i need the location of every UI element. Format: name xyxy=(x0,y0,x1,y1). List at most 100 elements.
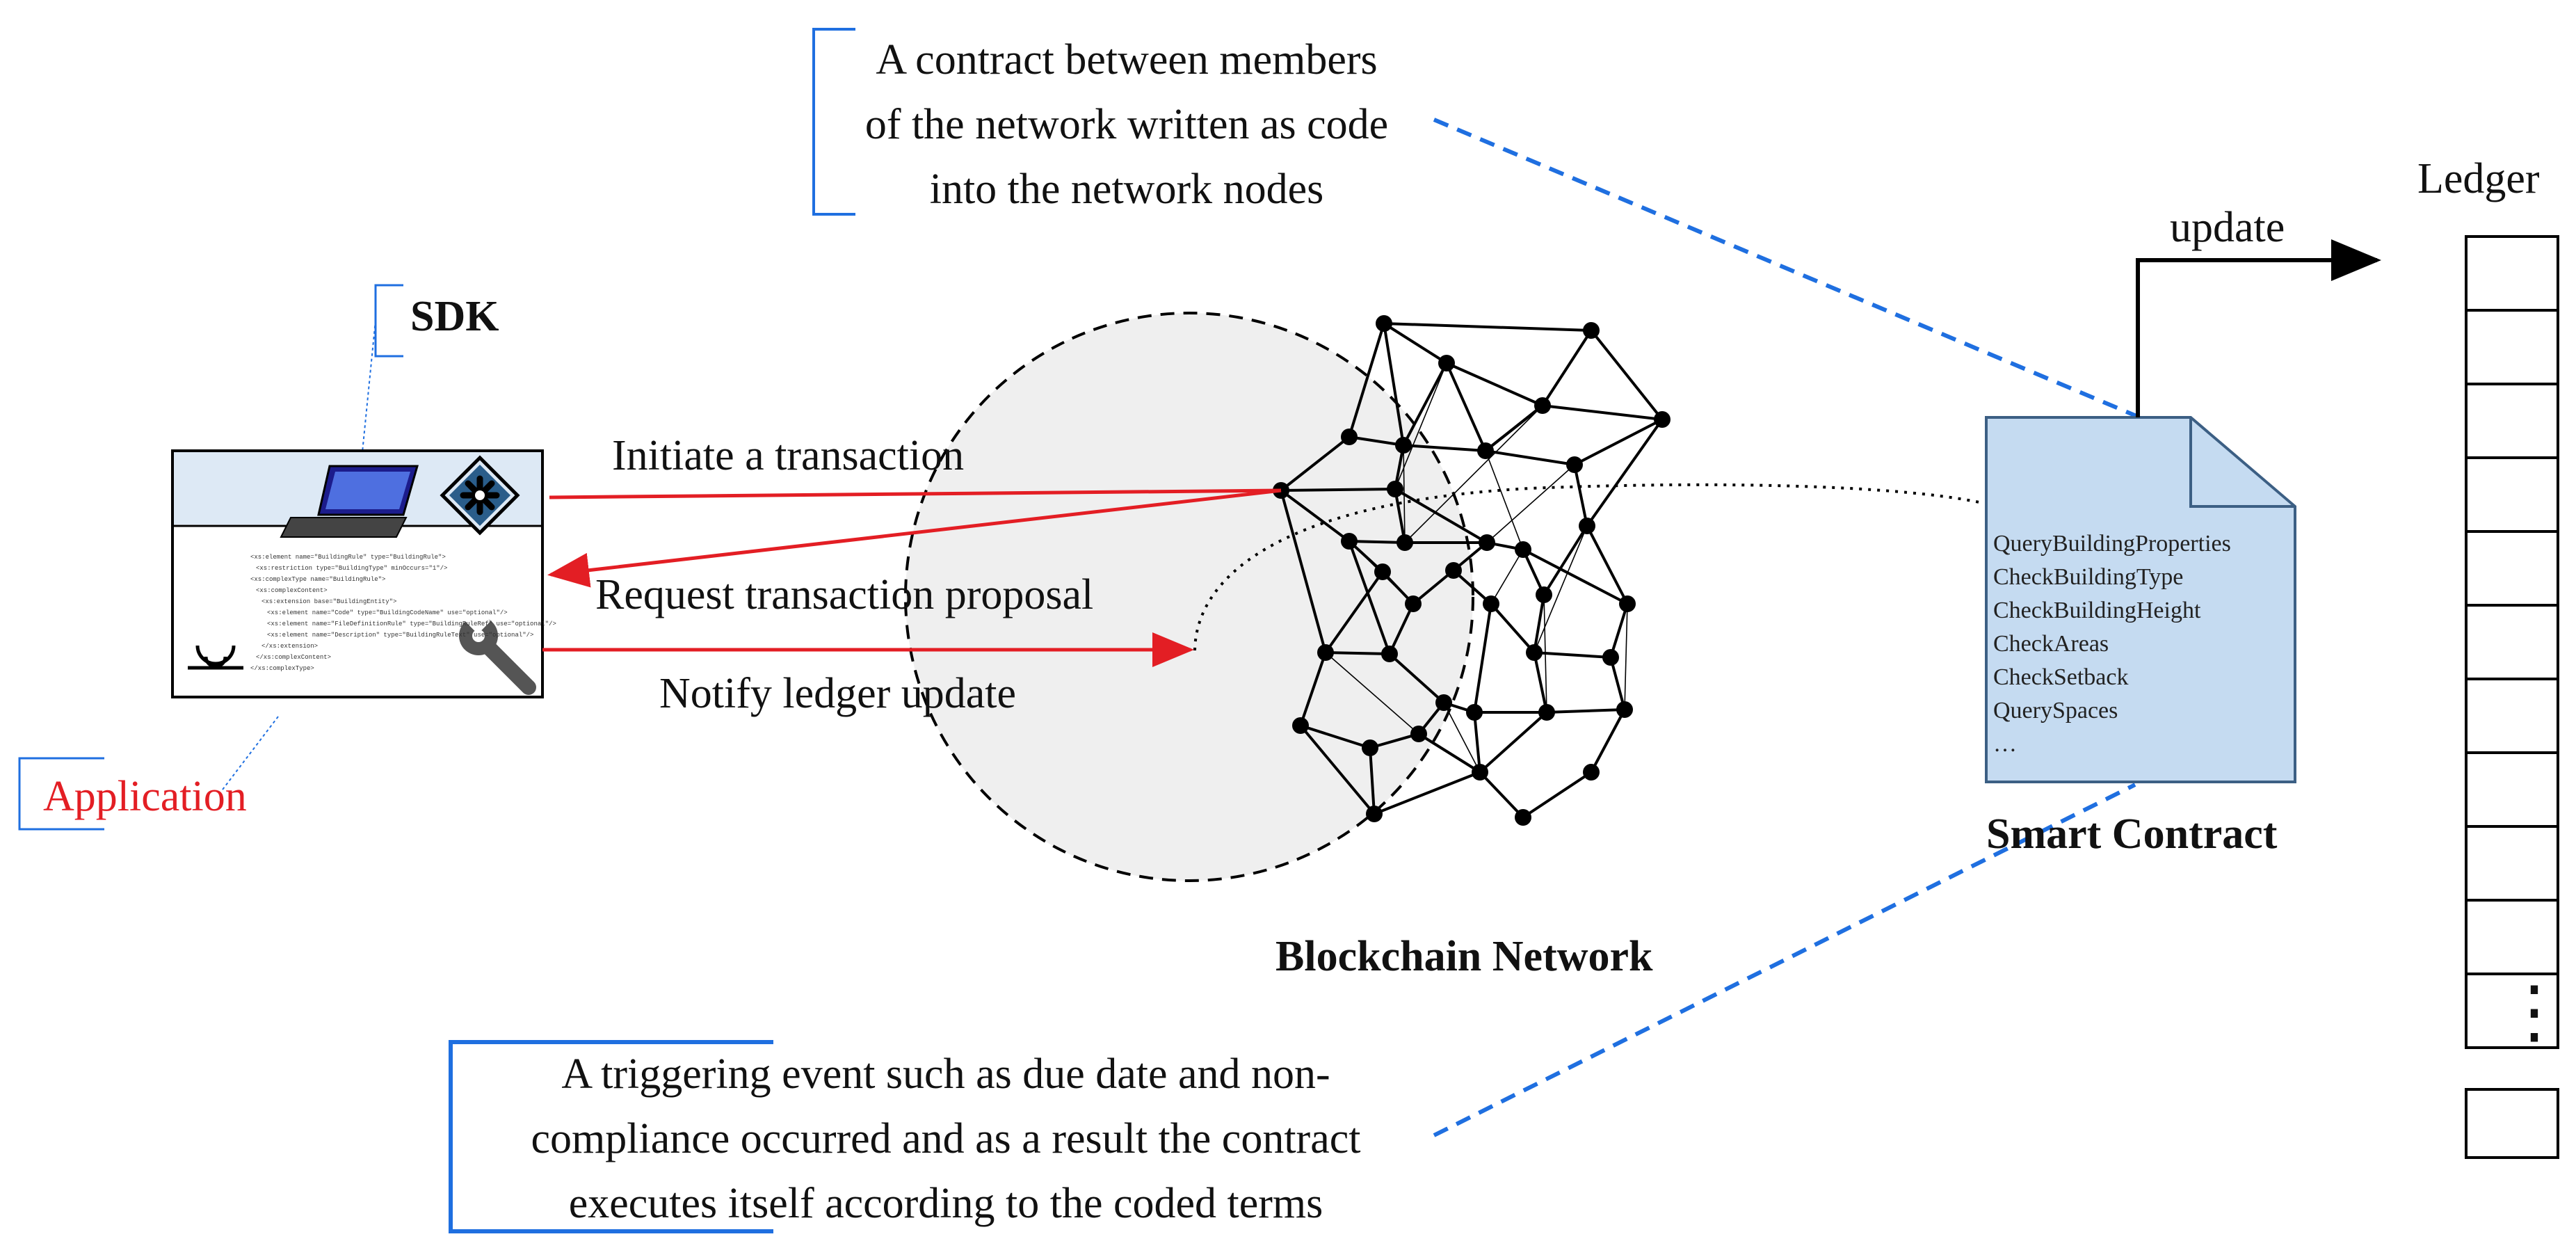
network-edge xyxy=(1325,651,1390,655)
sdk-label: SDK xyxy=(410,293,499,340)
network-edge xyxy=(1417,733,1481,774)
network-edge xyxy=(1452,569,1492,605)
network-node xyxy=(1362,739,1378,756)
network-edge xyxy=(1369,733,1419,749)
ledger-block xyxy=(2465,604,2559,680)
network-node xyxy=(1483,595,1499,612)
ledger-block xyxy=(2465,825,2559,902)
network-edge xyxy=(1445,362,1487,451)
network-edge xyxy=(1573,464,1588,527)
network-edge xyxy=(1299,724,1376,815)
ledger-block xyxy=(2465,235,2559,312)
network-edge xyxy=(1533,594,1545,653)
code-line: <xs:element name="FileDefinitionRule" ty… xyxy=(267,621,556,627)
network-node xyxy=(1341,429,1358,445)
network-node xyxy=(1438,355,1455,371)
network-node xyxy=(1374,563,1391,580)
code-line: <xs:complexType name="BuildingRule"> xyxy=(250,576,386,583)
smart-contract-function-list: QueryBuildingProperties CheckBuildingTyp… xyxy=(1993,527,2231,761)
network-edge xyxy=(1383,323,1405,446)
smart-contract-fold xyxy=(2189,417,2295,508)
network-edge xyxy=(1280,490,1327,653)
network-node xyxy=(1387,481,1403,497)
network-edge xyxy=(1479,711,1548,774)
network-node xyxy=(1405,595,1422,612)
network-edge xyxy=(1369,747,1376,815)
network-edge xyxy=(1522,548,1628,605)
update-label: update xyxy=(2170,204,2285,251)
network-node xyxy=(1619,595,1636,612)
network-edge xyxy=(1300,724,1371,749)
network-edge xyxy=(1383,322,1448,365)
network-node xyxy=(1341,533,1358,550)
network-edge xyxy=(1388,603,1415,655)
network-node xyxy=(1479,534,1495,551)
ledger-block xyxy=(2465,309,2559,385)
network-edge xyxy=(1394,488,1488,544)
code-line: <xs:element name="BuildingRule" type="Bu… xyxy=(250,554,446,561)
network-edge xyxy=(1609,657,1626,710)
network-edge xyxy=(1402,362,1448,446)
top-note: A contract between members of the networ… xyxy=(828,28,1426,222)
ledger-block xyxy=(2465,456,2559,533)
ledger-blocks xyxy=(2465,235,2559,1159)
bottom-note-line-3: executes itself according to the coded t… xyxy=(568,1180,1323,1227)
bottom-note: A triggering event such as due date and … xyxy=(452,1042,1440,1236)
smart-contract-document xyxy=(1985,416,2296,783)
network-edge xyxy=(1533,651,1611,659)
network-edge xyxy=(1609,603,1629,658)
ledger-block xyxy=(2465,899,2559,975)
network-node xyxy=(1317,644,1334,661)
network-node xyxy=(1583,764,1600,781)
network-edge xyxy=(1586,418,1664,527)
wrench-icon xyxy=(459,608,536,695)
network-edge xyxy=(1473,603,1492,713)
update-arrow xyxy=(2136,239,2381,417)
network-node xyxy=(1381,646,1398,662)
network-edge xyxy=(1479,771,1524,819)
code-line: </xs:complexContent> xyxy=(256,654,332,661)
network-node xyxy=(1477,442,1494,459)
network-edge xyxy=(1490,549,1524,605)
network-edge xyxy=(1299,652,1327,726)
network-node xyxy=(1515,809,1531,826)
network-edge xyxy=(1546,708,1625,714)
network-edge xyxy=(1348,541,1391,655)
application-bracket xyxy=(18,757,104,831)
network-node xyxy=(1435,694,1452,711)
network-edge xyxy=(1624,603,1628,710)
application-leader-line xyxy=(222,716,279,790)
network-edge xyxy=(1533,525,1588,653)
network-node xyxy=(1466,704,1483,721)
network-edge xyxy=(1574,418,1663,466)
network-node xyxy=(1526,644,1543,661)
bottom-note-line-2: compliance occurred and as a result the … xyxy=(531,1115,1361,1162)
logo-icon xyxy=(188,645,243,670)
ledger-ellipsis: ⋮ xyxy=(2499,973,2569,1050)
network-edge xyxy=(1280,489,1351,543)
network-edge xyxy=(1533,652,1548,713)
code-line: <xs:restriction type="BuildingType" minO… xyxy=(256,565,448,572)
network-node xyxy=(1472,764,1488,781)
network-node xyxy=(1579,518,1595,534)
application-label: Application xyxy=(43,773,247,820)
blockchain-network-circle xyxy=(904,312,1474,882)
bottom-note-bracket xyxy=(449,1040,773,1233)
network-edge xyxy=(1541,329,1593,407)
network-edge xyxy=(1348,323,1385,438)
ledger-block xyxy=(2465,530,2559,607)
network-edge xyxy=(1383,322,1592,332)
request-proposal-arrow xyxy=(547,488,1282,588)
network-edge xyxy=(1349,540,1406,544)
function-item: CheckSetback xyxy=(1993,664,2129,690)
network-node xyxy=(1538,704,1555,721)
network-node xyxy=(1515,541,1531,558)
network-edge xyxy=(1280,488,1396,492)
network-node xyxy=(1395,437,1412,454)
top-note-line-1: A contract between members xyxy=(876,36,1378,83)
network-edge xyxy=(1542,404,1663,421)
network-node xyxy=(1602,649,1619,666)
code-line: <xs:element name="Code" type="BuildingCo… xyxy=(267,609,508,616)
network-node xyxy=(1292,717,1309,734)
network-node xyxy=(1534,397,1551,414)
